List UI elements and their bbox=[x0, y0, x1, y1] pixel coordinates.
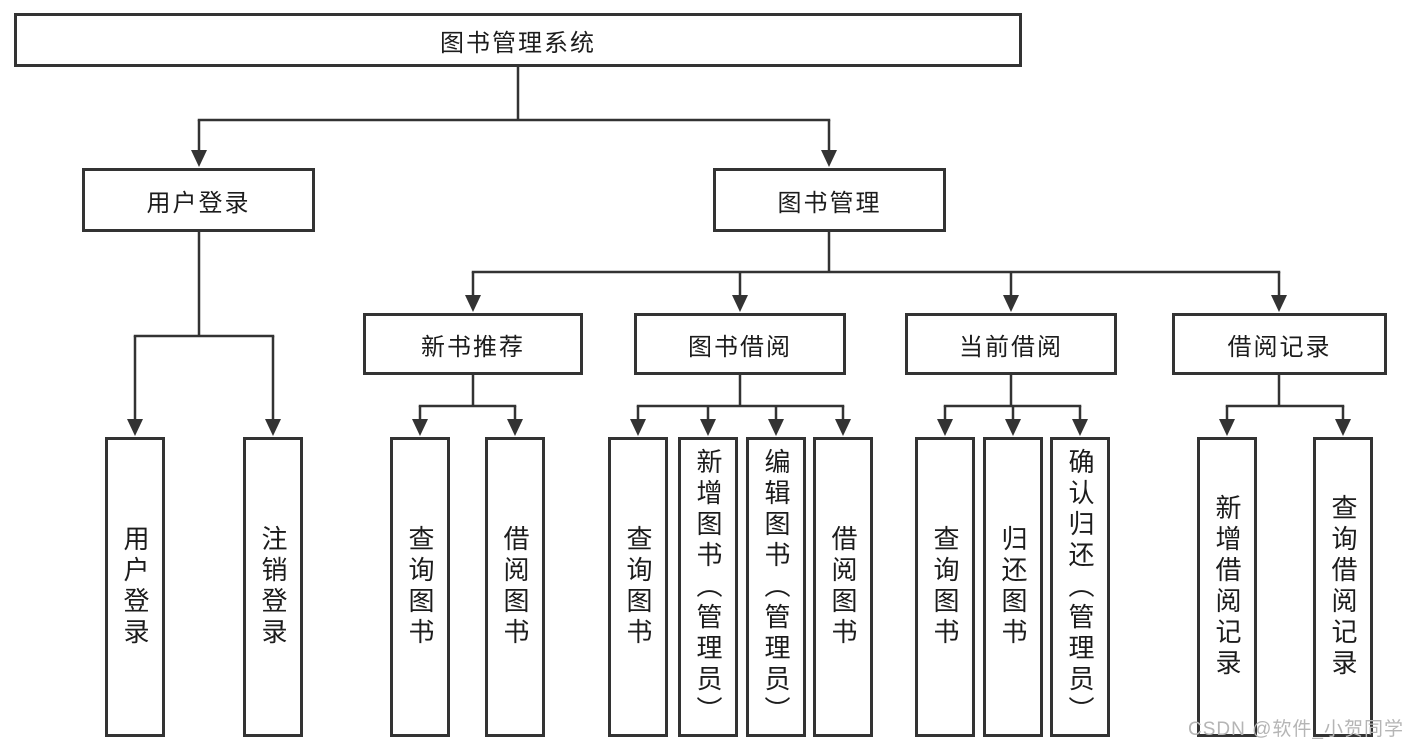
node-current-borrowing: 当前借阅 bbox=[905, 313, 1117, 375]
leaf-edit-book-admin-label: 编辑图书（管理员） bbox=[761, 447, 791, 727]
leaf-logout-label: 注销登录 bbox=[258, 525, 288, 649]
connector-shafts bbox=[133, 67, 1345, 421]
node-user-login-label: 用户登录 bbox=[146, 189, 251, 217]
arrowheads bbox=[127, 150, 1351, 436]
leaf-query-books-recommend: 查询图书 bbox=[390, 437, 450, 737]
leaf-borrow-books-borrowing: 借阅图书 bbox=[813, 437, 873, 737]
node-book-management-label: 图书管理 bbox=[777, 189, 882, 217]
leaf-confirm-return-admin-label: 确认归还（管理员） bbox=[1065, 447, 1095, 727]
leaf-logout: 注销登录 bbox=[243, 437, 303, 737]
leaf-query-books-current-label: 查询图书 bbox=[930, 525, 960, 649]
leaf-add-borrow-record: 新增借阅记录 bbox=[1197, 437, 1257, 737]
node-borrowing-records: 借阅记录 bbox=[1172, 313, 1387, 375]
leaf-query-books-recommend-label: 查询图书 bbox=[405, 525, 435, 649]
node-user-login: 用户登录 bbox=[82, 168, 315, 232]
node-new-book-recommend-label: 新书推荐 bbox=[421, 333, 525, 361]
leaf-add-borrow-record-label: 新增借阅记录 bbox=[1212, 494, 1242, 680]
node-new-book-recommend: 新书推荐 bbox=[363, 313, 583, 375]
node-current-borrowing-label: 当前借阅 bbox=[959, 333, 1063, 361]
leaf-user-login-label: 用户登录 bbox=[120, 525, 150, 649]
leaf-query-borrow-record: 查询借阅记录 bbox=[1313, 437, 1373, 737]
leaf-add-book-admin-label: 新增图书（管理员） bbox=[693, 447, 723, 727]
leaf-confirm-return-admin: 确认归还（管理员） bbox=[1050, 437, 1110, 737]
leaf-query-books-current: 查询图书 bbox=[915, 437, 975, 737]
leaf-return-book-label: 归还图书 bbox=[998, 525, 1028, 649]
leaf-query-books-borrowing: 查询图书 bbox=[608, 437, 668, 737]
csdn-watermark: CSDN @软件_小贺同学 bbox=[1188, 719, 1404, 740]
node-root-label: 图书管理系统 bbox=[440, 29, 596, 57]
node-book-borrowing-label: 图书借阅 bbox=[688, 333, 792, 361]
leaf-return-book: 归还图书 bbox=[983, 437, 1043, 737]
leaf-query-borrow-record-label: 查询借阅记录 bbox=[1328, 494, 1358, 680]
node-book-management: 图书管理 bbox=[713, 168, 946, 232]
leaf-borrow-books-recommend: 借阅图书 bbox=[485, 437, 545, 737]
node-book-borrowing: 图书借阅 bbox=[634, 313, 846, 375]
leaf-add-book-admin: 新增图书（管理员） bbox=[678, 437, 738, 737]
node-root: 图书管理系统 bbox=[14, 13, 1022, 67]
leaf-borrow-books-borrowing-label: 借阅图书 bbox=[828, 525, 858, 649]
leaf-edit-book-admin: 编辑图书（管理员） bbox=[746, 437, 806, 737]
leaf-query-books-borrowing-label: 查询图书 bbox=[623, 525, 653, 649]
leaf-borrow-books-recommend-label: 借阅图书 bbox=[500, 525, 530, 649]
node-borrowing-records-label: 借阅记录 bbox=[1227, 333, 1332, 361]
leaf-user-login: 用户登录 bbox=[105, 437, 165, 737]
